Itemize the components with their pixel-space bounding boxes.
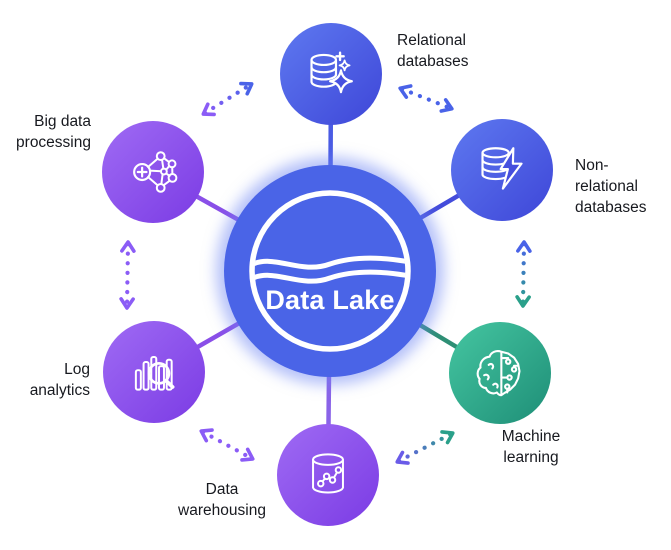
arrow-nonrelational-ml xyxy=(515,240,532,308)
data-lake-wave-icon xyxy=(249,190,411,352)
node-log-analytics xyxy=(103,321,205,423)
node-non-relational-databases xyxy=(451,119,553,221)
arrow-log-warehousing xyxy=(199,428,255,462)
label-log-analytics: Log analytics xyxy=(29,361,90,399)
node-big-data-processing xyxy=(102,121,204,223)
label-non-relational-databases: Non-relational databases xyxy=(575,157,647,216)
data-lake-hub: Data Lake xyxy=(224,165,436,377)
node-data-warehousing xyxy=(277,424,379,526)
label-big-data-processing: Big data processing xyxy=(16,113,91,151)
node-machine-learning xyxy=(449,322,551,424)
arrow-bigdata-relational xyxy=(201,81,254,117)
network-cluster-icon xyxy=(133,151,178,193)
brain-circuit-icon xyxy=(476,350,521,397)
database-lightning-icon xyxy=(481,147,523,190)
arrow-relational-nonrelational xyxy=(398,84,454,113)
bar-chart-magnifier-icon xyxy=(134,356,175,391)
label-data-warehousing: Data warehousing xyxy=(178,481,266,519)
arrow-log-bigdata xyxy=(119,240,136,310)
arrow-warehousing-ml xyxy=(395,430,455,465)
dotted-arrows xyxy=(119,81,532,465)
database-cylinder-chart-icon xyxy=(312,453,344,494)
label-relational-databases: Relational databases xyxy=(397,32,469,70)
data-lake-label: Data Lake xyxy=(265,285,395,315)
database-sparkle-icon xyxy=(310,51,353,94)
node-relational-databases xyxy=(280,23,382,125)
label-machine-learning: Machine learning xyxy=(501,428,561,466)
